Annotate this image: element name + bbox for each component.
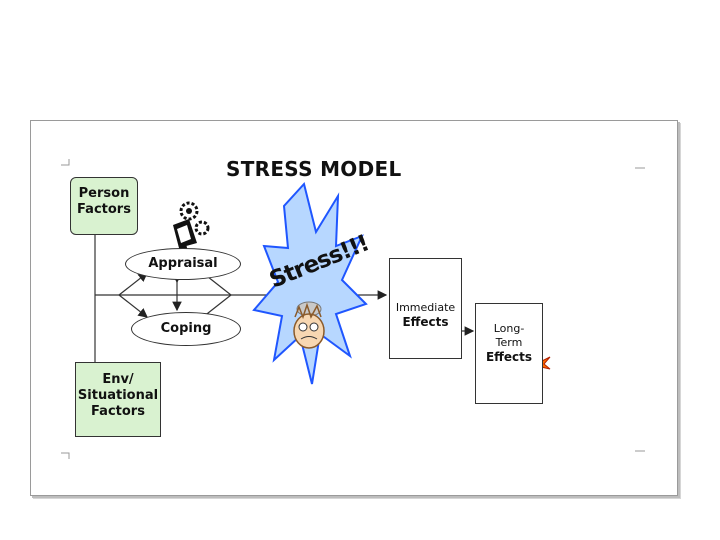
stressed-face-icon (293, 301, 325, 349)
immediate-label-1: Immediate (395, 301, 456, 314)
coping-node: Coping (131, 312, 241, 346)
slide-frame: STRESS MODEL (30, 120, 678, 496)
longterm-label-3: Effects (485, 350, 533, 364)
longterm-label-1: Long- (493, 322, 525, 335)
env-situational-factors-box: Env/ Situational Factors (75, 362, 161, 437)
appraisal-node: Appraisal (125, 248, 241, 280)
env-label-1: Env/ (102, 372, 134, 387)
person-factors-box: Person Factors (70, 177, 138, 235)
gears-icon (173, 201, 210, 252)
person-label-1: Person (78, 186, 130, 201)
immediate-effects-box: Immediate Effects (389, 258, 462, 359)
immediate-label-2: Effects (402, 315, 449, 329)
diagram-title: STRESS MODEL (226, 157, 402, 181)
long-term-effects-box: Long- Term Effects (475, 303, 543, 404)
env-label-2: Situational (77, 388, 159, 403)
stress-burst (252, 181, 368, 385)
longterm-label-2: Term (495, 336, 523, 349)
person-label-2: Factors (77, 202, 131, 217)
env-label-3: Factors (91, 404, 145, 419)
